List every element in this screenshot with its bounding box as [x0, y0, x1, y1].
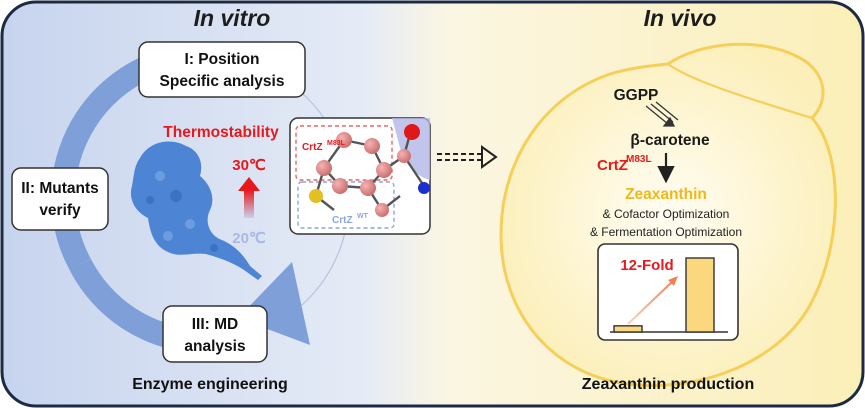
- enzyme-label-sup: M83L: [626, 154, 652, 165]
- fold-bar-2: [685, 257, 715, 333]
- beta-carotene-label: β-carotene: [630, 132, 710, 149]
- fold-trend-arrowhead: [668, 276, 678, 286]
- fermentation-optimization-label: & Fermentation Optimization: [590, 225, 742, 239]
- step1-line1: I: Position: [185, 51, 260, 68]
- fold-chart: 12-Fold: [597, 243, 739, 341]
- step3-line2: analysis: [184, 338, 245, 355]
- fold-label: 12-Fold: [620, 257, 673, 274]
- mutant-label-base: CrtZ: [302, 142, 323, 153]
- step1-line2: Specific analysis: [160, 73, 285, 90]
- mutant-label-sup: M83L: [327, 140, 346, 147]
- step2-line2: verify: [39, 202, 81, 219]
- zeaxanthin-label: Zeaxanthin: [625, 186, 707, 203]
- enzyme-structure-icon: [130, 141, 262, 280]
- cofactor-optimization-label: & Cofactor Optimization: [603, 207, 730, 221]
- transfer-arrow: [437, 145, 498, 169]
- multi-step-arrow: [645, 101, 679, 127]
- yeast-cell: [499, 42, 837, 388]
- in-vitro-title: In vitro: [194, 5, 271, 31]
- fold-trend-arrow: [627, 279, 675, 325]
- fold-bar-1: [613, 325, 643, 333]
- enzyme-label-base: CrtZ: [597, 157, 628, 174]
- step2-line1: II: Mutants: [21, 180, 99, 197]
- step3-line1: III: MD: [192, 316, 239, 333]
- step-box-md: III: MD analysis: [162, 305, 268, 363]
- step-box-mutants: II: Mutants verify: [11, 167, 109, 231]
- structure-inset: CrtZ M83L CrtZ WT: [289, 117, 431, 235]
- zeaxanthin-production-footer: Zeaxanthin production: [582, 376, 754, 393]
- temperature-up-arrow: [238, 177, 260, 218]
- ggpp-label: GGPP: [614, 87, 659, 104]
- wt-label-base: CrtZ: [332, 215, 353, 226]
- thermostability-label: Thermostability: [163, 124, 279, 141]
- in-vivo-title: In vivo: [644, 5, 717, 31]
- wt-label-sup: WT: [357, 213, 369, 220]
- temp-low-label: 20℃: [232, 230, 266, 247]
- temp-high-label: 30℃: [232, 157, 266, 174]
- step-box-position: I: Position Specific analysis: [138, 41, 306, 98]
- enzyme-engineering-footer: Enzyme engineering: [132, 376, 288, 393]
